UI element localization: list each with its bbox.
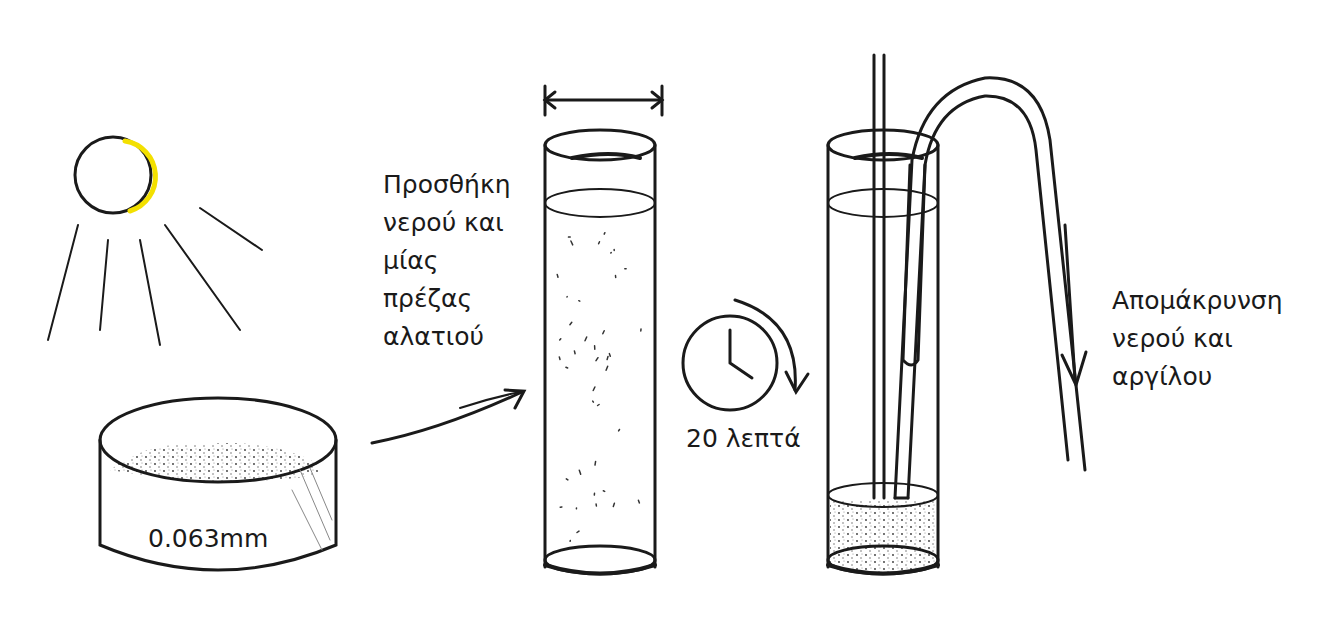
particle — [613, 503, 614, 506]
dish-size: 0.063mm — [148, 520, 268, 558]
particle — [615, 276, 617, 278]
particle — [638, 500, 639, 503]
particle — [594, 493, 596, 495]
particle — [603, 490, 604, 492]
width-dimension — [545, 86, 662, 115]
particle — [566, 296, 568, 298]
particle — [596, 358, 598, 361]
particle — [593, 387, 595, 391]
particle — [560, 506, 562, 508]
particle — [594, 346, 596, 350]
particle — [577, 531, 579, 532]
particle — [585, 337, 587, 341]
particle — [609, 354, 610, 357]
particle — [610, 252, 612, 254]
particle — [603, 331, 604, 334]
particle — [598, 242, 600, 244]
step-note: Προσθήκη νερού και μίας πρέζας αλατιού — [383, 166, 518, 356]
particle — [576, 507, 578, 509]
step-note: Απομάκρυνση νερού και αργίλου — [1112, 282, 1297, 396]
particle — [569, 236, 571, 238]
particle — [618, 430, 620, 431]
particle — [606, 366, 608, 370]
sample-dish — [100, 398, 336, 570]
particle — [579, 470, 580, 474]
flow-arrow — [372, 390, 524, 443]
particle — [640, 329, 642, 331]
particle — [595, 504, 597, 506]
particle — [571, 241, 573, 245]
particle — [566, 479, 568, 480]
particle — [579, 300, 580, 302]
particle — [606, 357, 608, 360]
particle — [598, 405, 600, 406]
particle — [594, 461, 596, 465]
particle — [570, 322, 572, 324]
particle — [603, 233, 605, 234]
time-label: 20 λεπτά — [686, 420, 801, 458]
sun — [48, 137, 262, 345]
particle — [574, 351, 576, 354]
particle — [556, 274, 558, 277]
clock — [683, 300, 808, 410]
particle — [592, 401, 594, 402]
particle — [569, 540, 571, 542]
particle — [625, 268, 626, 270]
particle — [566, 366, 568, 368]
particle — [559, 357, 561, 360]
test-tube — [545, 130, 655, 574]
test-tube-settled — [828, 55, 1086, 575]
particle — [560, 339, 561, 340]
particle — [613, 249, 615, 251]
